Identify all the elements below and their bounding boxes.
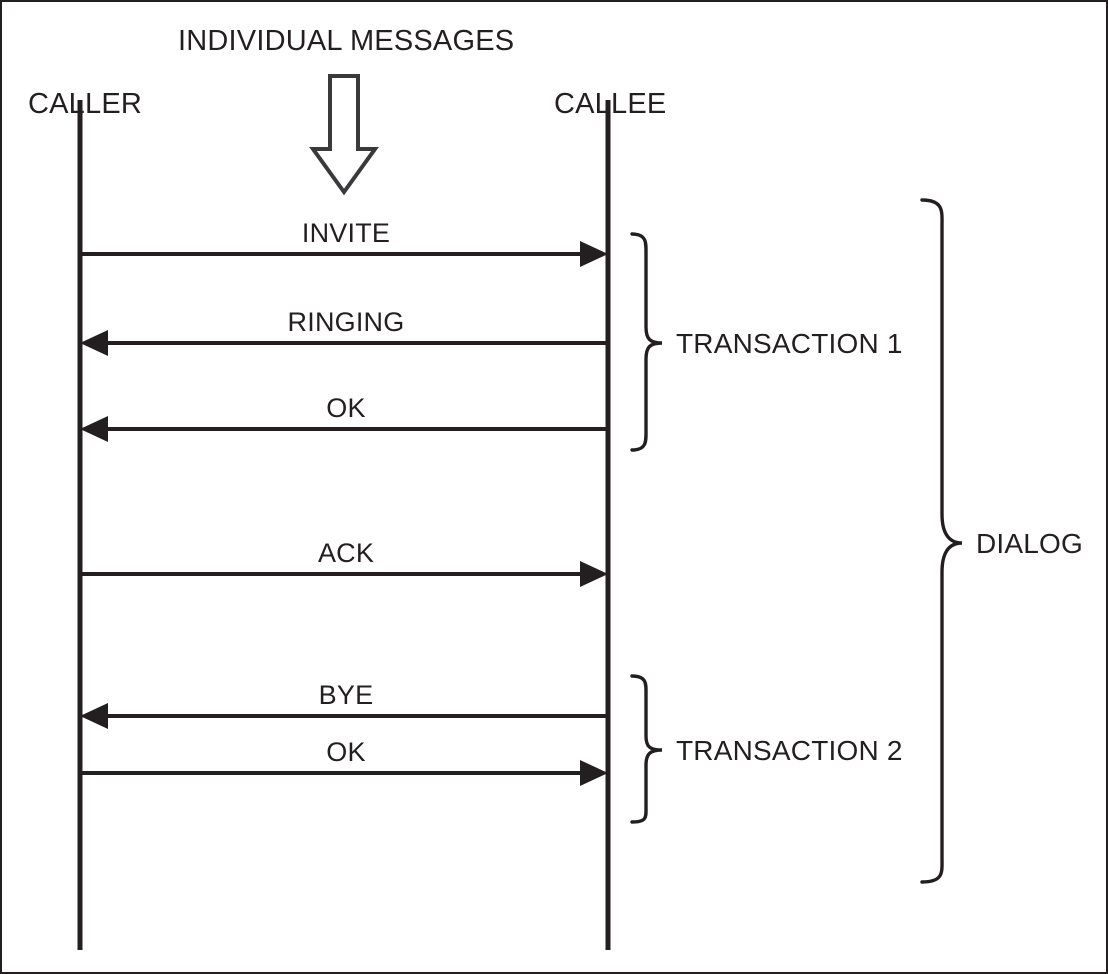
message-arrow-invite [80, 241, 608, 267]
diagram-title: INDIVIDUAL MESSAGES [178, 25, 515, 57]
individual-messages-down-arrow [309, 74, 379, 196]
brace-transaction-2 [630, 674, 663, 824]
message-arrow-ok-1 [80, 416, 608, 442]
message-arrow-ack [80, 561, 608, 587]
message-label-bye: BYE [318, 680, 374, 710]
brace-transaction-1 [630, 232, 663, 452]
message-label-invite: INVITE [301, 218, 391, 248]
message-arrow-bye [80, 703, 608, 729]
message-arrow-ok-2 [80, 760, 608, 786]
actor-label-callee: CALLEE [554, 88, 667, 120]
group-label-dialog: DIALOG [976, 528, 1084, 559]
actor-label-caller: CALLER [28, 88, 143, 120]
message-label-ringing: RINGING [287, 307, 405, 337]
group-label-transaction-2: TRANSACTION 2 [676, 735, 903, 766]
group-label-transaction-1: TRANSACTION 1 [676, 328, 903, 359]
brace-dialog [920, 198, 963, 884]
message-label-ok-2: OK [326, 737, 366, 767]
message-label-ack: ACK [317, 538, 375, 568]
message-label-ok-1: OK [326, 393, 366, 423]
message-arrow-ringing [80, 330, 608, 356]
